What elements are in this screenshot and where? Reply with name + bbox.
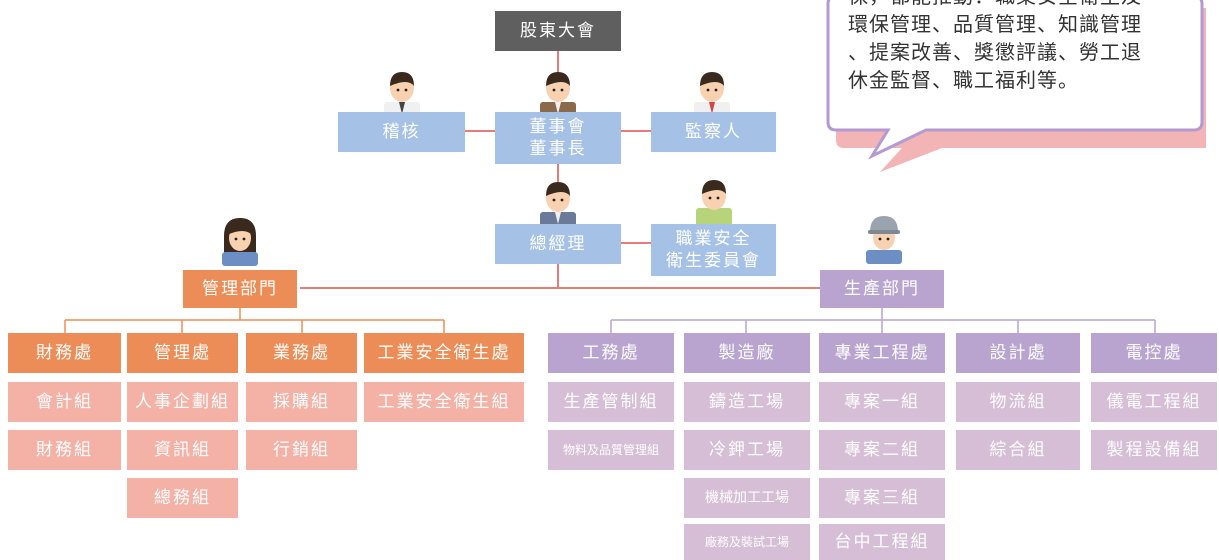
bubble-line: 休金監督、職工福利等。 <box>848 68 1079 92</box>
group-marketing: 行銷組 <box>246 430 357 470</box>
group-industrial-safety: 工業安全衛生組 <box>364 382 524 422</box>
audit-box: 稽核 <box>338 112 465 152</box>
general-manager-box: 總經理 <box>495 224 621 264</box>
group-machining-shop: 機械加工工場 <box>684 478 810 518</box>
division-finance: 財務處 <box>8 333 121 373</box>
management-dept-box: 管理部門 <box>183 270 297 308</box>
division-industrial-safety: 工業安全衛生處 <box>364 333 524 373</box>
board-label: 董事會 <box>529 117 587 137</box>
group-accounting: 會計組 <box>8 382 121 422</box>
safety-committee-line: 衛生委員會 <box>666 251 761 271</box>
person-long-hair-icon <box>222 218 258 266</box>
group-general: 綜合組 <box>956 430 1080 470</box>
group-logistics: 物流組 <box>956 382 1080 422</box>
division-manufacturing-plant: 製造廠 <box>684 333 810 373</box>
group-general-affairs: 總務組 <box>127 478 238 518</box>
division-business: 業務處 <box>246 333 357 373</box>
group-project-3: 專案三組 <box>819 478 945 518</box>
group-hr-planning: 人事企劃組 <box>127 382 238 422</box>
person-tie-icon <box>384 72 420 118</box>
group-casting-shop: 鑄造工場 <box>684 382 810 422</box>
group-project-1: 專案一組 <box>819 382 945 422</box>
group-finance: 財務組 <box>8 430 121 470</box>
group-purchasing: 採購組 <box>246 382 357 422</box>
group-plant-assembly-shop: 廠務及裝試工場 <box>684 524 810 560</box>
person-red-tie-icon <box>694 72 730 118</box>
group-taichung-engineering: 台中工程組 <box>819 524 945 560</box>
group-it: 資訊組 <box>127 430 238 470</box>
group-project-2: 專案二組 <box>819 430 945 470</box>
speech-bubble <box>826 0 1206 172</box>
supervisor-box: 監察人 <box>651 112 776 152</box>
bubble-text: 保，都能推動：職業安全衛生及 環保管理、品質管理、知識管理 、提案改善、獎懲評議… <box>848 0 1188 94</box>
group-cold-riveting-shop: 冷鉀工場 <box>684 430 810 470</box>
person-tie-icon <box>540 182 576 228</box>
group-instrument-electrical: 儀電工程組 <box>1091 382 1217 422</box>
group-materials-quality: 物料及品質管理組 <box>548 430 674 470</box>
bubble-line: 保，都能推動：職業安全衛生及 <box>848 0 1188 10</box>
division-engineering-affairs: 工務處 <box>548 333 674 373</box>
division-professional-engineering: 專業工程處 <box>819 333 945 373</box>
group-production-control: 生產管制組 <box>548 382 674 422</box>
safety-committee-box: 職業安全 衛生委員會 <box>651 224 776 276</box>
board-box: 董事會 董事長 <box>495 112 621 164</box>
person-green-shirt-icon <box>696 180 732 226</box>
bubble-line: 環保管理、品質管理、知識管理 <box>848 12 1142 36</box>
division-admin: 管理處 <box>127 333 238 373</box>
person-hardhat-icon <box>866 216 902 264</box>
group-process-equipment: 製程設備組 <box>1091 430 1217 470</box>
person-brown-suit-icon <box>540 72 576 118</box>
chairman-label: 董事長 <box>529 139 587 159</box>
division-design: 設計處 <box>956 333 1080 373</box>
production-dept-box: 生產部門 <box>820 270 944 308</box>
division-electrical-control: 電控處 <box>1091 333 1217 373</box>
shareholders-box: 股東大會 <box>495 11 621 51</box>
bubble-line: 、提案改善、獎懲評議、勞工退 <box>848 40 1142 64</box>
safety-committee-line: 職業安全 <box>675 229 752 249</box>
